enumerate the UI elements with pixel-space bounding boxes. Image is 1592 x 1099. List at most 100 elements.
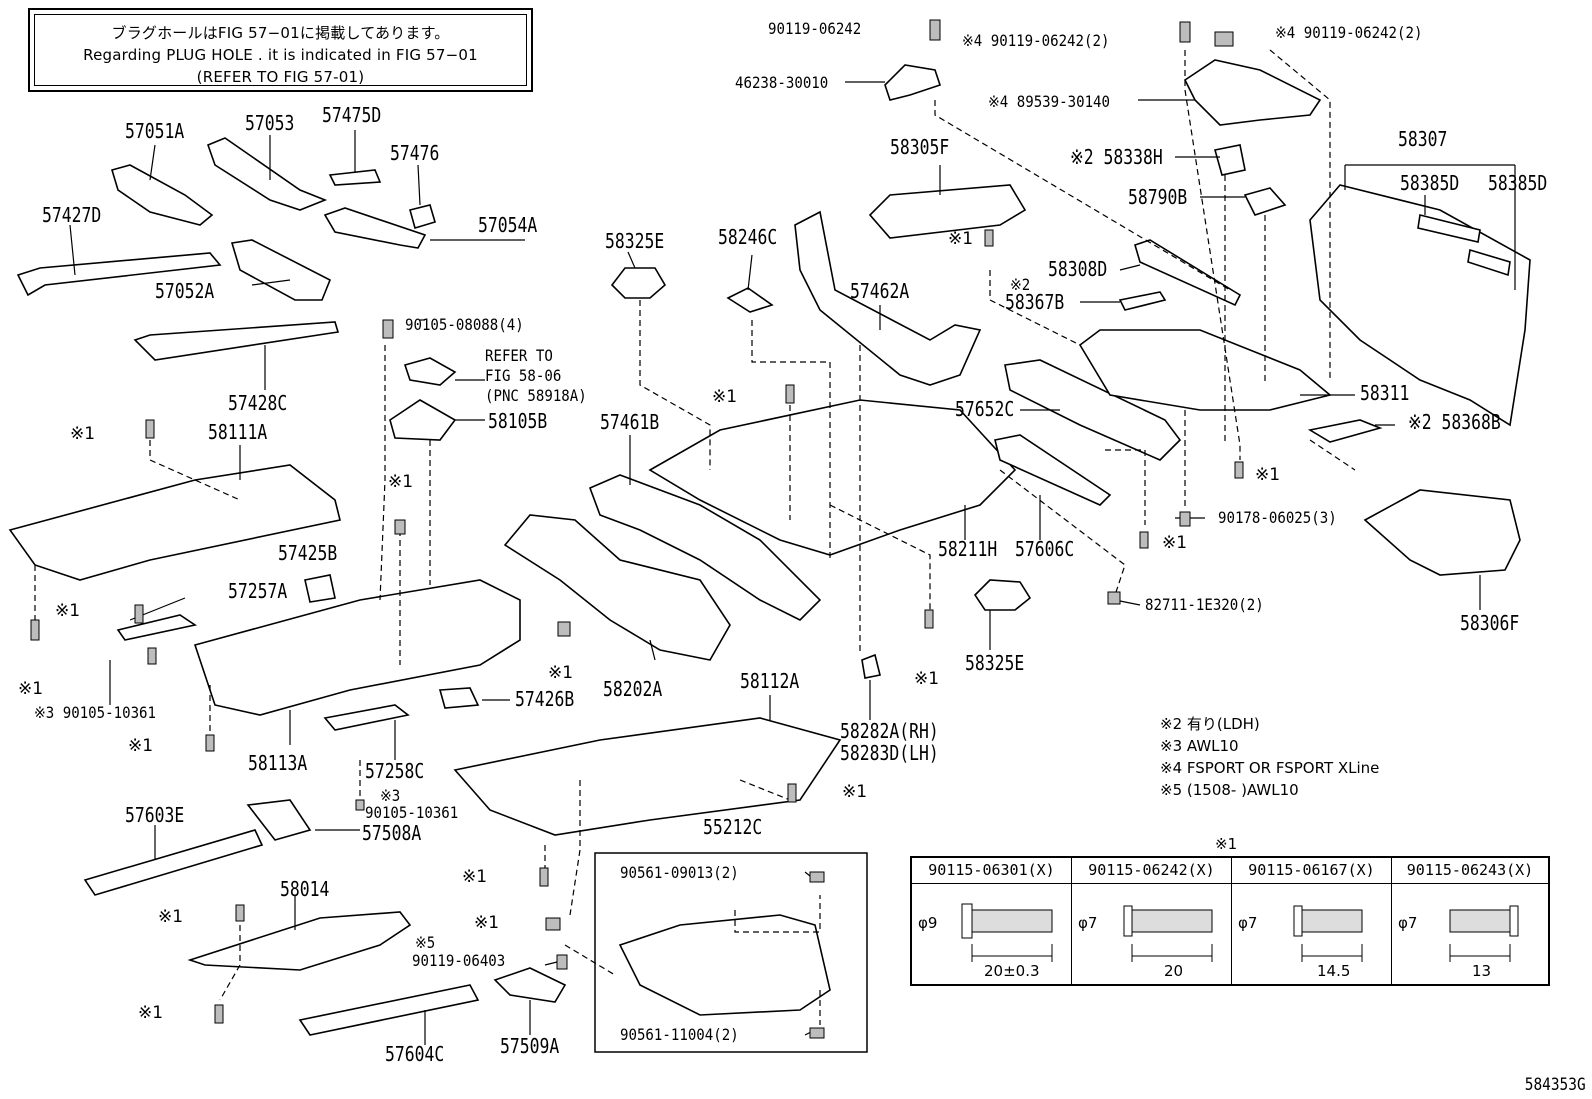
bolt-1-icon <box>961 903 1053 962</box>
bolt-col-3-drawing: φ7 14.5 <box>1232 884 1392 984</box>
callout-58112A[interactable]: 58112A <box>740 669 800 693</box>
callout-58325E-bottom[interactable]: 58325E <box>965 651 1025 675</box>
part-58338H <box>1213 144 1246 176</box>
part-58385D-b <box>1467 248 1511 277</box>
callout-57461B[interactable]: 57461B <box>600 410 660 434</box>
callout-57508A[interactable]: 57508A <box>362 821 422 845</box>
callout-58113A[interactable]: 58113A <box>248 751 308 775</box>
part-46238-30010 <box>884 64 942 101</box>
bolt-col-2-part[interactable]: 90115-06242(X) <box>1072 858 1232 884</box>
part-58111A <box>8 464 341 581</box>
callout-90119-06242-m4b[interactable]: ※4 90119-06242(2) <box>1275 23 1423 42</box>
part-58790B <box>1243 187 1287 216</box>
mark1-o: ※1 <box>1255 465 1281 485</box>
bolt-col-1-drawing: φ9 20±0.3 <box>912 884 1072 984</box>
callout-57428C[interactable]: 57428C <box>228 391 288 415</box>
leader-lines <box>69 81 1516 1045</box>
refer-line-2: FIG 58-06 <box>485 366 562 385</box>
part-58014 <box>187 911 412 971</box>
callout-58385D-b[interactable]: 58385D <box>1488 171 1548 195</box>
callout-58305F[interactable]: 58305F <box>890 135 950 159</box>
part-58282A <box>861 653 881 679</box>
callout-58368B[interactable]: ※2 58368B <box>1408 410 1501 434</box>
callout-90119-06242-m4a[interactable]: ※4 90119-06242(2) <box>962 31 1110 50</box>
callout-90178-06025[interactable]: 90178-06025(3) <box>1218 508 1337 527</box>
part-58306F <box>1363 489 1521 576</box>
part-58325E-top <box>610 267 667 299</box>
callout-58338H[interactable]: ※2 58338H <box>1070 145 1163 169</box>
callout-58325E-top[interactable]: 58325E <box>605 229 665 253</box>
mark5: ※5 <box>415 933 436 952</box>
part-58918A-bracket <box>403 357 457 386</box>
callout-57427D[interactable]: 57427D <box>42 203 102 227</box>
callout-58308D[interactable]: 58308D <box>1048 257 1108 281</box>
callout-58307[interactable]: 58307 <box>1398 127 1448 151</box>
part-58202A <box>503 514 731 661</box>
callout-57606C[interactable]: 57606C <box>1015 537 1075 561</box>
callout-46238-30010[interactable]: 46238-30010 <box>735 73 829 92</box>
mark1-b: ※1 <box>388 472 414 492</box>
callout-55212C[interactable]: 55212C <box>703 815 763 839</box>
part-57603E <box>83 829 264 896</box>
callout-90119-06242-top[interactable]: 90119-06242 <box>768 19 862 38</box>
callout-57054A[interactable]: 57054A <box>478 213 538 237</box>
callout-58790B[interactable]: 58790B <box>1128 185 1188 209</box>
bolt-icons <box>30 19 1244 1039</box>
callout-57051A[interactable]: 57051A <box>125 119 185 143</box>
part-58307 <box>1309 184 1531 427</box>
callout-58385D-a[interactable]: 58385D <box>1400 171 1460 195</box>
callout-57425B[interactable]: 57425B <box>278 541 338 565</box>
callout-57053[interactable]: 57053 <box>245 111 295 135</box>
part-55212C-box <box>594 852 868 1053</box>
part-57258C <box>323 704 410 731</box>
bolt-col-1-part[interactable]: 90115-06301(X) <box>912 858 1072 884</box>
callout-57257A[interactable]: 57257A <box>228 579 288 603</box>
callout-90561-09013[interactable]: 90561-09013(2) <box>620 863 739 882</box>
callout-57258C[interactable]: 57258C <box>365 759 425 783</box>
callout-58367B[interactable]: 58367B <box>1005 290 1065 314</box>
callout-57603E[interactable]: 57603E <box>125 803 185 827</box>
bolt-3-icon <box>1293 905 1363 962</box>
callout-57604C[interactable]: 57604C <box>385 1042 445 1066</box>
part-57475D <box>328 169 382 186</box>
legend-item-3: ※3 AWL10 <box>1160 737 1239 755</box>
callout-58311[interactable]: 58311 <box>1360 381 1410 405</box>
callout-82711-1E320[interactable]: 82711-1E320(2) <box>1145 595 1264 614</box>
callout-57509A[interactable]: 57509A <box>500 1034 560 1058</box>
callout-90561-11004[interactable]: 90561-11004(2) <box>620 1025 739 1044</box>
callout-90105-10361-b[interactable]: 90105-10361 <box>365 803 459 822</box>
callout-58282A[interactable]: 58282A(RH) <box>840 719 939 743</box>
part-58325E-bottom <box>973 579 1032 611</box>
callout-58111A[interactable]: 58111A <box>208 420 268 444</box>
part-57652C <box>1004 359 1182 461</box>
callout-58246C[interactable]: 58246C <box>718 225 778 249</box>
part-57428C <box>133 321 340 361</box>
mark1-i: ※1 <box>474 913 500 933</box>
part-58385D-a <box>1417 214 1481 243</box>
callout-58211H[interactable]: 58211H <box>938 537 998 561</box>
bolt-1-diameter: φ9 <box>918 914 938 932</box>
callout-57426B[interactable]: 57426B <box>515 687 575 711</box>
legend-item-4: ※4 FSPORT OR FSPORT XLine <box>1160 759 1380 777</box>
callout-58014[interactable]: 58014 <box>280 877 330 901</box>
callout-57476[interactable]: 57476 <box>390 141 440 165</box>
bolt-col-2-drawing: φ7 20 <box>1072 884 1232 984</box>
callout-57652C[interactable]: 57652C <box>955 397 1015 421</box>
callout-90119-06403[interactable]: 90119-06403 <box>412 951 506 970</box>
callout-89539-30140[interactable]: ※4 89539-30140 <box>988 92 1111 111</box>
callout-57052A[interactable]: 57052A <box>155 279 215 303</box>
callout-58283D[interactable]: 58283D(LH) <box>840 741 939 765</box>
callout-58202A[interactable]: 58202A <box>603 677 663 701</box>
callout-90105-10361-a[interactable]: ※3 90105-10361 <box>34 703 157 722</box>
mark1-h: ※1 <box>158 907 184 927</box>
bolt-col-3-part[interactable]: 90115-06167(X) <box>1232 858 1392 884</box>
callout-90105-08088[interactable]: 90105-08088(4) <box>405 315 524 334</box>
mark1-a: ※1 <box>70 424 96 444</box>
callout-58306F[interactable]: 58306F <box>1460 611 1520 635</box>
bolt-col-4-part[interactable]: 90115-06243(X) <box>1392 858 1548 884</box>
callout-58105B[interactable]: 58105B <box>488 409 548 433</box>
callout-57462A[interactable]: 57462A <box>850 279 910 303</box>
bolt-4-diameter: φ7 <box>1398 914 1418 932</box>
mark2-b: ※2 <box>1010 275 1031 294</box>
callout-57475D[interactable]: 57475D <box>322 103 382 127</box>
